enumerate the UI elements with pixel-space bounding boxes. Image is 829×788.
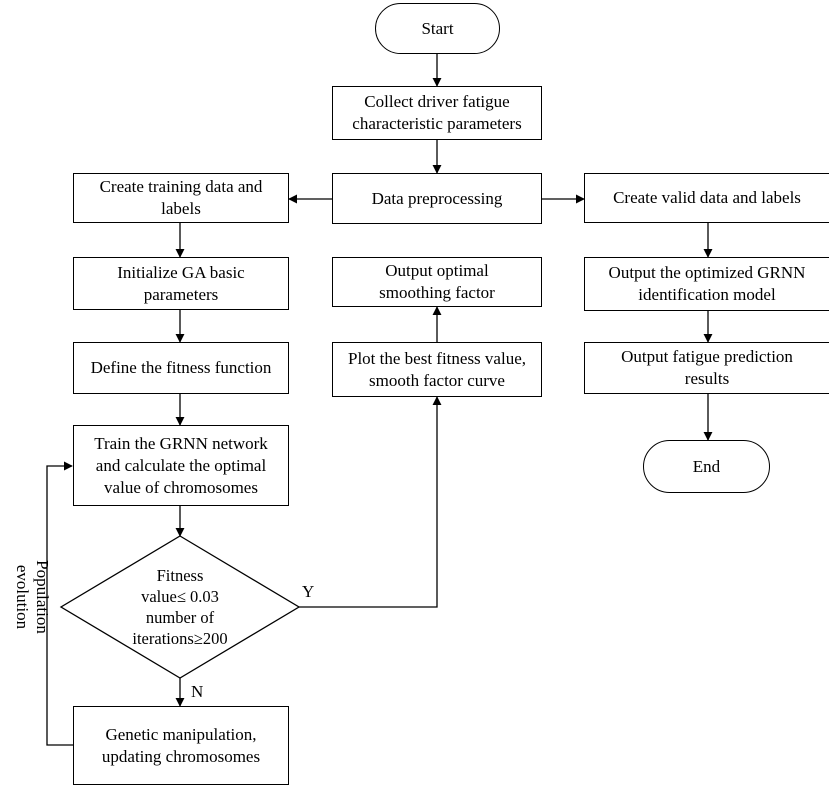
create-training-data-box: Create training data and labels <box>73 173 289 223</box>
no-label: N <box>191 682 204 701</box>
output-results-box: Output fatigue prediction results <box>584 342 829 394</box>
create-valid-data-box: Create valid data and labels <box>584 173 829 223</box>
arrow-yes-to-plot <box>299 396 442 608</box>
end-terminal: End <box>643 440 770 493</box>
population-evolution-label: Population evolution <box>13 560 52 634</box>
fitness-function-box: Define the fitness function <box>73 342 289 394</box>
start-terminal: Start <box>375 3 500 54</box>
genetic-manipulation-box: Genetic manipulation, updating chromosom… <box>73 706 289 785</box>
decision-diamond <box>59 535 301 679</box>
output-smoothing-factor-box: Output optimal smoothing factor <box>332 257 542 307</box>
data-preprocessing-box: Data preprocessing <box>332 173 542 224</box>
plot-fitness-box: Plot the best fitness value, smooth fact… <box>332 342 542 397</box>
train-grnn-box: Train the GRNN network and calculate the… <box>73 425 289 506</box>
arrow-loop-back <box>46 461 73 746</box>
decision-label: Fitness value≤ 0.03 number of iterations… <box>132 566 228 648</box>
output-model-box: Output the optimized GRNN identification… <box>584 257 829 311</box>
yes-label: Y <box>302 582 315 601</box>
initialize-ga-box: Initialize GA basic parameters <box>73 257 289 310</box>
collect-parameters-box: Collect driver fatigue characteristic pa… <box>332 86 542 140</box>
